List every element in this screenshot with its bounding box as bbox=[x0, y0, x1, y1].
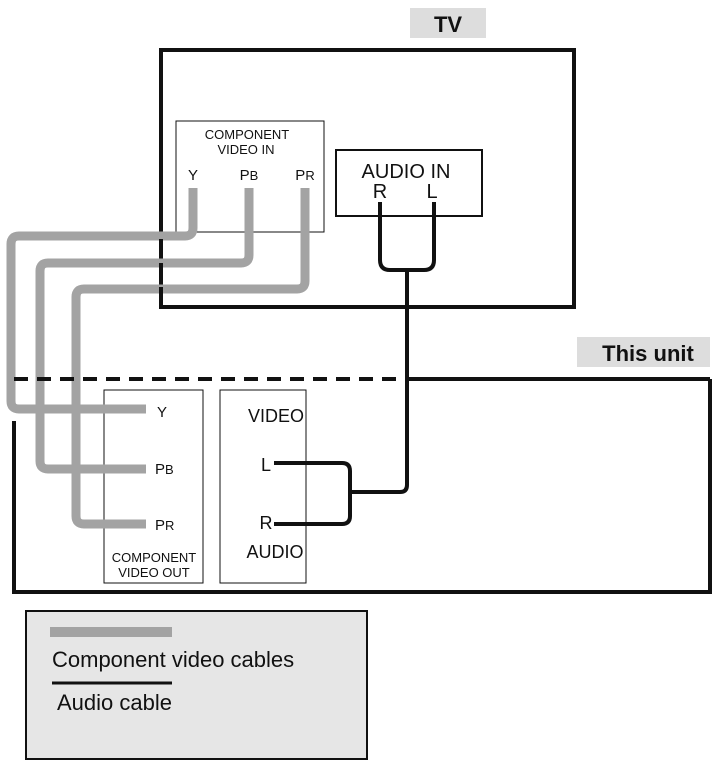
legend-component-label: Component video cables bbox=[52, 647, 294, 672]
legend-audio-label: Audio cable bbox=[57, 690, 172, 715]
component-video-cables bbox=[6, 188, 310, 529]
unit-audio-label: AUDIO bbox=[246, 542, 303, 562]
unit-port-pb-label: PB bbox=[155, 461, 174, 478]
component-cable-pr bbox=[71, 188, 310, 529]
unit-component-out-line2: VIDEO OUT bbox=[118, 565, 190, 580]
unit-audio-out-box bbox=[219, 389, 307, 584]
component-cable-pb bbox=[35, 188, 254, 474]
tv-component-in-line2: VIDEO IN bbox=[217, 142, 274, 157]
tv-audio-in-box bbox=[335, 149, 483, 217]
unit-port-y-label: Y bbox=[157, 404, 167, 421]
tv-outline bbox=[159, 48, 576, 309]
tv-component-in-line1: COMPONENT bbox=[205, 127, 290, 142]
unit-component-out-box bbox=[103, 389, 204, 584]
component-cable-y bbox=[6, 188, 198, 414]
unit-title-bg bbox=[577, 337, 710, 367]
tv-audio-l-label: L bbox=[426, 181, 437, 203]
tv-port-pr-label: PR bbox=[295, 167, 314, 184]
tv-port-pb-label: PB bbox=[240, 167, 259, 184]
audio-cable bbox=[274, 202, 436, 526]
unit-component-out-line1: COMPONENT bbox=[112, 550, 197, 565]
unit-audio-l-label: L bbox=[261, 455, 271, 475]
tv-audio-in-title: AUDIO IN bbox=[362, 161, 451, 183]
unit-audio-r-label: R bbox=[260, 513, 273, 533]
tv-audio-r-label: R bbox=[373, 181, 387, 203]
audio-cable-unit-loop bbox=[274, 461, 352, 526]
tv-port-y-label: Y bbox=[188, 167, 198, 184]
audio-cable-trunk bbox=[350, 270, 409, 494]
unit-outline bbox=[12, 379, 712, 594]
tv-title: TV bbox=[434, 12, 462, 37]
unit-port-pr-label: PR bbox=[155, 517, 174, 534]
tv-title-bg bbox=[410, 8, 486, 38]
unit-title: This unit bbox=[602, 341, 694, 366]
unit-video-label: VIDEO bbox=[248, 406, 304, 426]
